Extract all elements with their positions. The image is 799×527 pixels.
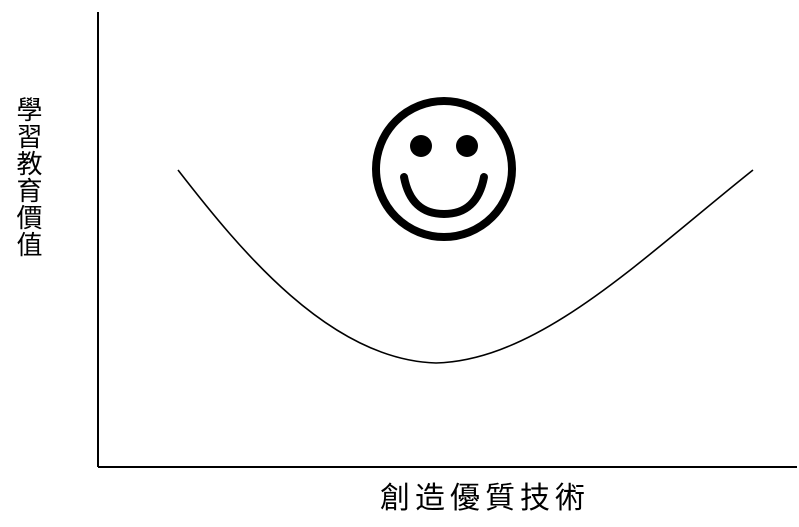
y-axis-label: 學習教育價值 (12, 96, 42, 258)
smiley-face-icon (372, 97, 516, 241)
smile-mouth (400, 173, 488, 219)
u-curve (177, 169, 754, 364)
left-eye (410, 135, 432, 157)
right-eye (456, 135, 478, 157)
x-axis-label: 創造優質技術 (380, 481, 590, 516)
